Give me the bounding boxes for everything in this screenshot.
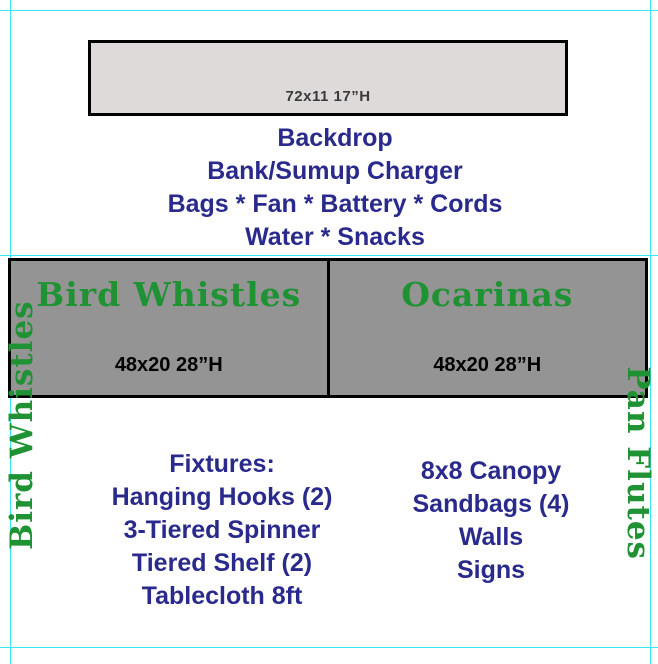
product-table-bird-whistles[interactable]: Bird Whistles 48x20 28”H: [11, 261, 327, 395]
backdrop-table-shape[interactable]: 72x11 17”H: [88, 40, 568, 116]
fixtures-note-text: Fixtures: Hanging Hooks (2) 3-Tiered Spi…: [111, 450, 333, 610]
product-table-dimension-label: 48x20 28”H: [114, 354, 223, 376]
guide-line-top: [0, 10, 658, 11]
product-table-title: Bird Whistles: [36, 275, 302, 314]
guide-line-bottom: [0, 647, 658, 648]
product-tables-row: Bird Whistles 48x20 28”H Ocarinas 48x20 …: [8, 258, 648, 398]
product-table-title: Ocarinas: [401, 275, 574, 314]
product-table-dimension-label: 48x20 28”H: [433, 354, 542, 376]
guide-line-middle: [0, 255, 658, 256]
guide-line-right: [650, 0, 651, 664]
supplies-note-text: Backdrop Bank/Sumup Charger Bags * Fan *…: [167, 124, 503, 251]
side-banner-pan-flutes[interactable]: Pan Flutes: [620, 366, 656, 560]
canopy-note-text: 8x8 Canopy Sandbags (4) Walls Signs: [412, 457, 570, 584]
backdrop-table-dimension-label: 72x11 17”H: [285, 88, 371, 105]
side-banner-bird-whistles[interactable]: Bird Whistles: [4, 300, 40, 550]
product-table-ocarinas[interactable]: Ocarinas 48x20 28”H: [326, 261, 645, 395]
